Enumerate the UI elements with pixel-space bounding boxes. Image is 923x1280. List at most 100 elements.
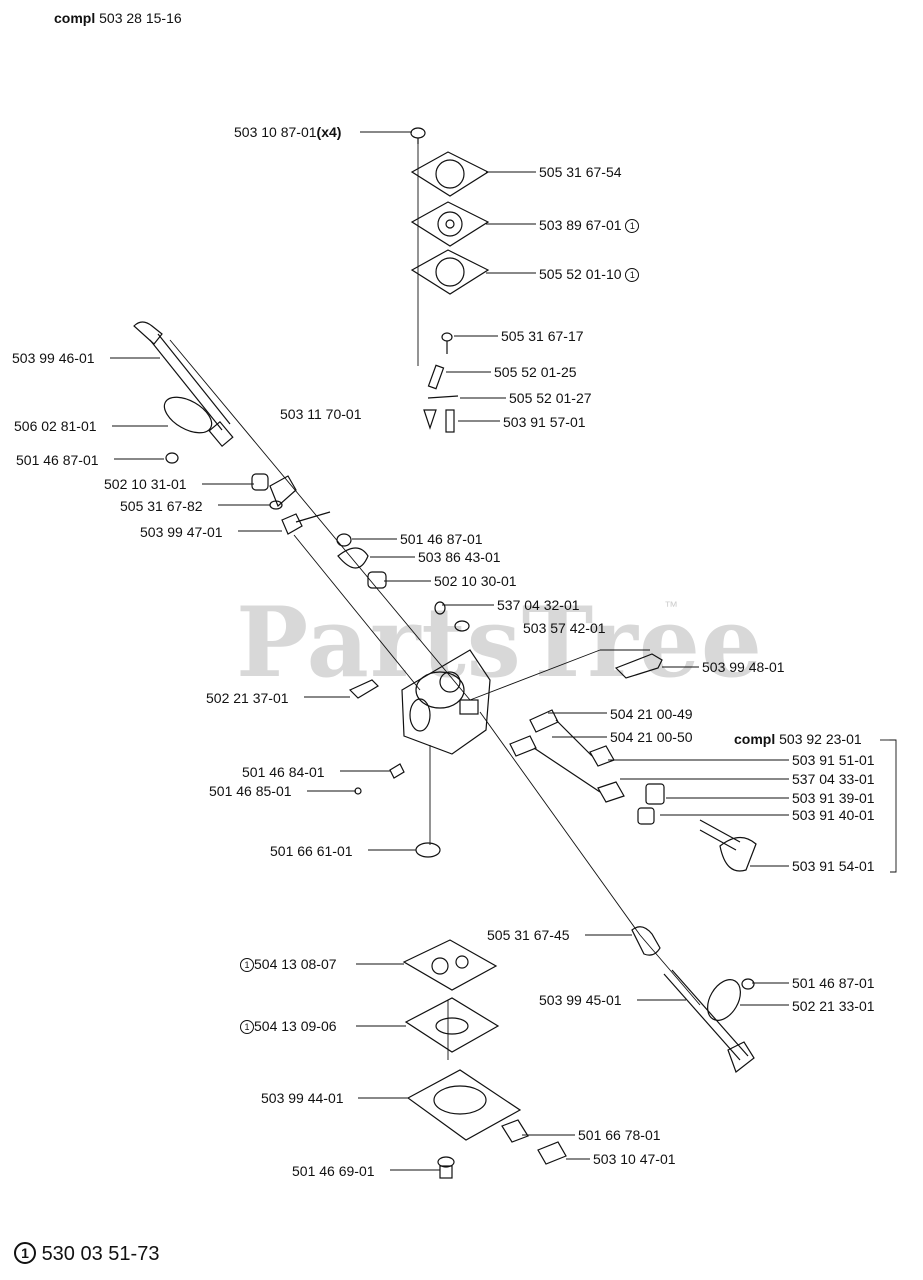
part-number: 503 99 46-01 — [12, 350, 95, 366]
part-label: 501 46 87-01 — [16, 452, 99, 468]
part-number: 504 13 09-06 — [254, 1018, 337, 1034]
assembly-header: compl 503 28 15-16 — [54, 10, 182, 26]
footer-number: 530 03 51-73 — [41, 1243, 160, 1265]
part-number: 501 66 61-01 — [270, 843, 353, 859]
part-label: 503 99 45-01 — [539, 992, 622, 1008]
header-number: 503 28 15-16 — [99, 10, 182, 26]
part-number: 503 89 67-01 — [539, 217, 622, 233]
part-number: 503 91 39-01 — [792, 790, 875, 806]
part-label: 537 04 33-01 — [792, 771, 875, 787]
part-label: 501 46 87-01 — [792, 975, 875, 991]
part-label: 505 31 67-82 — [120, 498, 203, 514]
part-number: 503 11 70-01 — [280, 406, 362, 422]
part-number: 501 46 85-01 — [209, 783, 292, 799]
part-label: 503 91 40-01 — [792, 807, 875, 823]
pump-plates — [402, 939, 567, 1179]
part-label: 503 91 51-01 — [792, 752, 875, 768]
label-prefix: compl — [734, 731, 776, 747]
part-label: 502 10 31-01 — [104, 476, 187, 492]
part-number: 503 10 87-01 — [234, 124, 317, 140]
throttle-shaft-left — [133, 321, 331, 535]
lower-shaft — [631, 926, 755, 1073]
part-label: 505 31 67-17 — [501, 328, 584, 344]
part-number: 506 02 81-01 — [14, 418, 97, 434]
part-label: 503 99 46-01 — [12, 350, 95, 366]
part-number: 505 52 01-10 — [539, 266, 622, 282]
part-label: 501 66 78-01 — [578, 1127, 661, 1143]
part-number: 505 31 67-82 — [120, 498, 203, 514]
carburetor-body — [401, 649, 491, 755]
part-label: 503 89 67-01 1 — [539, 217, 640, 233]
part-number: 501 46 87-01 — [400, 531, 483, 547]
part-number: 503 91 40-01 — [792, 807, 875, 823]
part-label: 502 21 33-01 — [792, 998, 875, 1014]
part-number: 501 66 78-01 — [578, 1127, 661, 1143]
footer-note: 1 530 03 51-73 — [14, 1242, 159, 1266]
part-number: 502 21 37-01 — [206, 690, 289, 706]
part-number: 503 86 43-01 — [418, 549, 501, 565]
part-label: 501 46 84-01 — [242, 764, 325, 780]
part-number: 505 31 67-54 — [539, 164, 622, 180]
mixture-screws — [509, 709, 665, 825]
note-mark: 1 — [240, 958, 254, 972]
diaphragm-plates — [410, 151, 490, 295]
part-number: 503 99 47-01 — [140, 524, 223, 540]
choke-shaft — [699, 819, 757, 872]
part-number: 503 57 42-01 — [523, 620, 606, 636]
part-label: 501 46 69-01 — [292, 1163, 375, 1179]
part-label: 501 66 61-01 — [270, 843, 353, 859]
part-number: 537 04 32-01 — [497, 597, 580, 613]
lever-parts — [336, 533, 663, 699]
part-number: 504 13 08-07 — [254, 956, 337, 972]
part-number: 537 04 33-01 — [792, 771, 875, 787]
part-number: 501 46 87-01 — [792, 975, 875, 991]
part-label: 501 46 85-01 — [209, 783, 292, 799]
part-number: 501 46 87-01 — [16, 452, 99, 468]
part-number: 502 21 33-01 — [792, 998, 875, 1014]
part-label: 503 99 48-01 — [702, 659, 785, 675]
part-number: 501 46 84-01 — [242, 764, 325, 780]
part-label: 503 99 47-01 — [140, 524, 223, 540]
part-number: 503 92 23-01 — [779, 731, 862, 747]
part-number: 504 21 00-50 — [610, 729, 693, 745]
part-label: 505 52 01-25 — [494, 364, 577, 380]
part-label: 503 57 42-01 — [523, 620, 606, 636]
part-number: 501 46 69-01 — [292, 1163, 375, 1179]
part-label: 503 10 47-01 — [593, 1151, 676, 1167]
quantity: (x4) — [316, 124, 342, 140]
part-number: 504 21 00-49 — [610, 706, 693, 722]
needle-parts — [423, 332, 459, 433]
part-label: 502 21 37-01 — [206, 690, 289, 706]
part-label: 502 10 30-01 — [434, 573, 517, 589]
part-number: 503 91 51-01 — [792, 752, 875, 768]
leader-lines — [110, 131, 897, 1171]
part-label: 505 52 01-10 1 — [539, 266, 640, 282]
part-label: 501 46 87-01 — [400, 531, 483, 547]
part-number: 505 52 01-27 — [509, 390, 592, 406]
part-label: 503 99 44-01 — [261, 1090, 344, 1106]
part-number: 502 10 31-01 — [104, 476, 187, 492]
part-number: 503 91 57-01 — [503, 414, 586, 430]
note-mark: 1 — [625, 219, 640, 233]
part-number: 505 52 01-25 — [494, 364, 577, 380]
axis-lines — [169, 140, 701, 1060]
part-label: 503 91 39-01 — [792, 790, 875, 806]
part-number: 503 91 54-01 — [792, 858, 875, 874]
part-label: 503 10 87-01(x4) — [234, 124, 341, 140]
part-label: 504 21 00-50 — [610, 729, 693, 745]
part-label: 505 52 01-27 — [509, 390, 592, 406]
part-label: 505 31 67-54 — [539, 164, 622, 180]
part-number: 503 10 47-01 — [593, 1151, 676, 1167]
part-number: 505 31 67-45 — [487, 927, 570, 943]
watermark: PartsTree — [236, 586, 763, 699]
part-label: 504 21 00-49 — [610, 706, 693, 722]
part-number: 503 99 44-01 — [261, 1090, 344, 1106]
part-number: 505 31 67-17 — [501, 328, 584, 344]
note-mark: 1 — [625, 268, 640, 282]
part-label: 503 86 43-01 — [418, 549, 501, 565]
part-label: compl 503 92 23-01 — [734, 731, 862, 747]
part-label: 506 02 81-01 — [14, 418, 97, 434]
